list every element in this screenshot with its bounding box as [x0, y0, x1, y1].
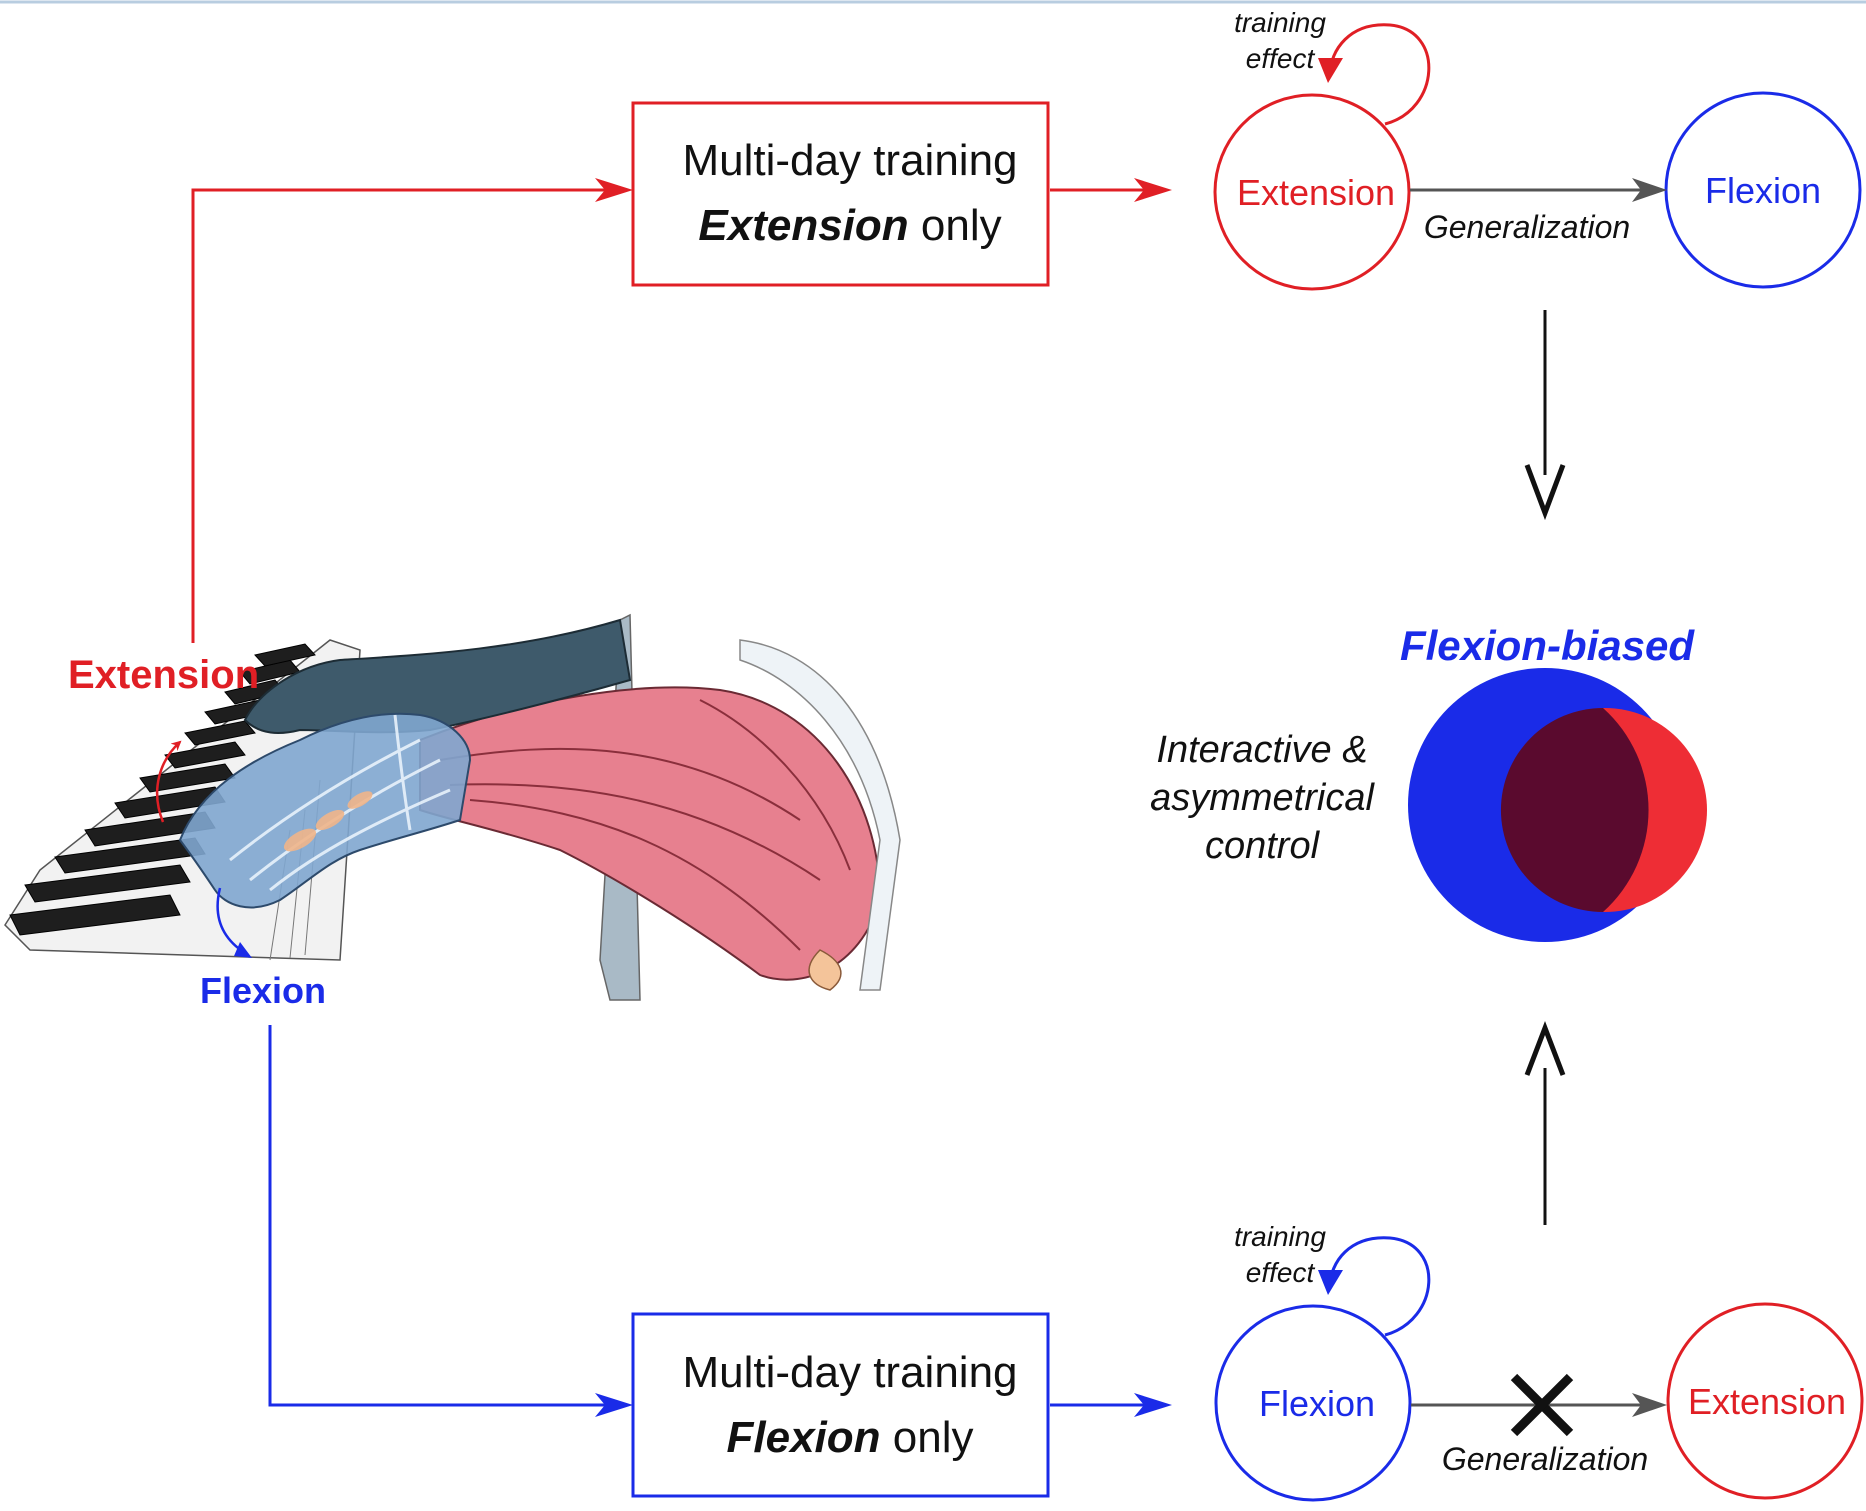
flexion-label: Flexion: [200, 970, 326, 1011]
bottom-extension-circle: [1666, 1302, 1864, 1500]
extension-box-line2: Extension only: [698, 201, 1001, 250]
flexion-box-line1: Multi-day training: [682, 1348, 1017, 1397]
outcome-text-line3: control: [1205, 825, 1321, 867]
overlap-region: [1500, 707, 1649, 912]
top-extension-circle: [1213, 93, 1411, 291]
dark-hand: [243, 618, 632, 734]
flexion-box-line2: Flexion only: [727, 1413, 974, 1462]
bottom-training-effect-line2: effect: [1246, 1257, 1316, 1288]
top-training-effect-line2: effect: [1246, 43, 1316, 74]
outcome-text-line2: asymmetrical: [1150, 777, 1375, 819]
piano-hand-illustration: [4, 613, 901, 1001]
blue-hand: [178, 712, 472, 909]
bottom-flexion-circle-label: Flexion: [1259, 1383, 1375, 1424]
bottom-training-effect-loop: [1328, 1236, 1431, 1337]
extension-path-connector: [191, 178, 1172, 643]
bottom-training-effect-line1: training: [1234, 1221, 1326, 1252]
extension-label: Extension: [68, 653, 259, 697]
blocked-x-icon: [1510, 1373, 1574, 1437]
top-training-effect-loop: [1328, 23, 1431, 126]
bottom-extension-circle-label: Extension: [1688, 1381, 1846, 1422]
outcome-text-line1: Interactive &: [1156, 729, 1367, 771]
top-extension-circle-label: Extension: [1237, 172, 1395, 213]
flexion-training-box: [631, 1312, 1050, 1498]
forearm-muscles: [419, 686, 882, 981]
bottom-flexion-circle: [1214, 1304, 1412, 1502]
outcome-title: Flexion-biased: [1400, 622, 1695, 669]
flexion-path-connector: [268, 1025, 1172, 1417]
extension-motion-arrow: [155, 740, 182, 823]
extension-training-box: [631, 101, 1050, 287]
bottom-generalization-label: Generalization: [1442, 1441, 1648, 1477]
top-training-effect-line1: training: [1234, 7, 1326, 38]
top-flexion-circle-label: Flexion: [1705, 170, 1821, 211]
extension-box-line1: Multi-day training: [682, 136, 1017, 185]
top-generalization-label: Generalization: [1424, 209, 1630, 245]
